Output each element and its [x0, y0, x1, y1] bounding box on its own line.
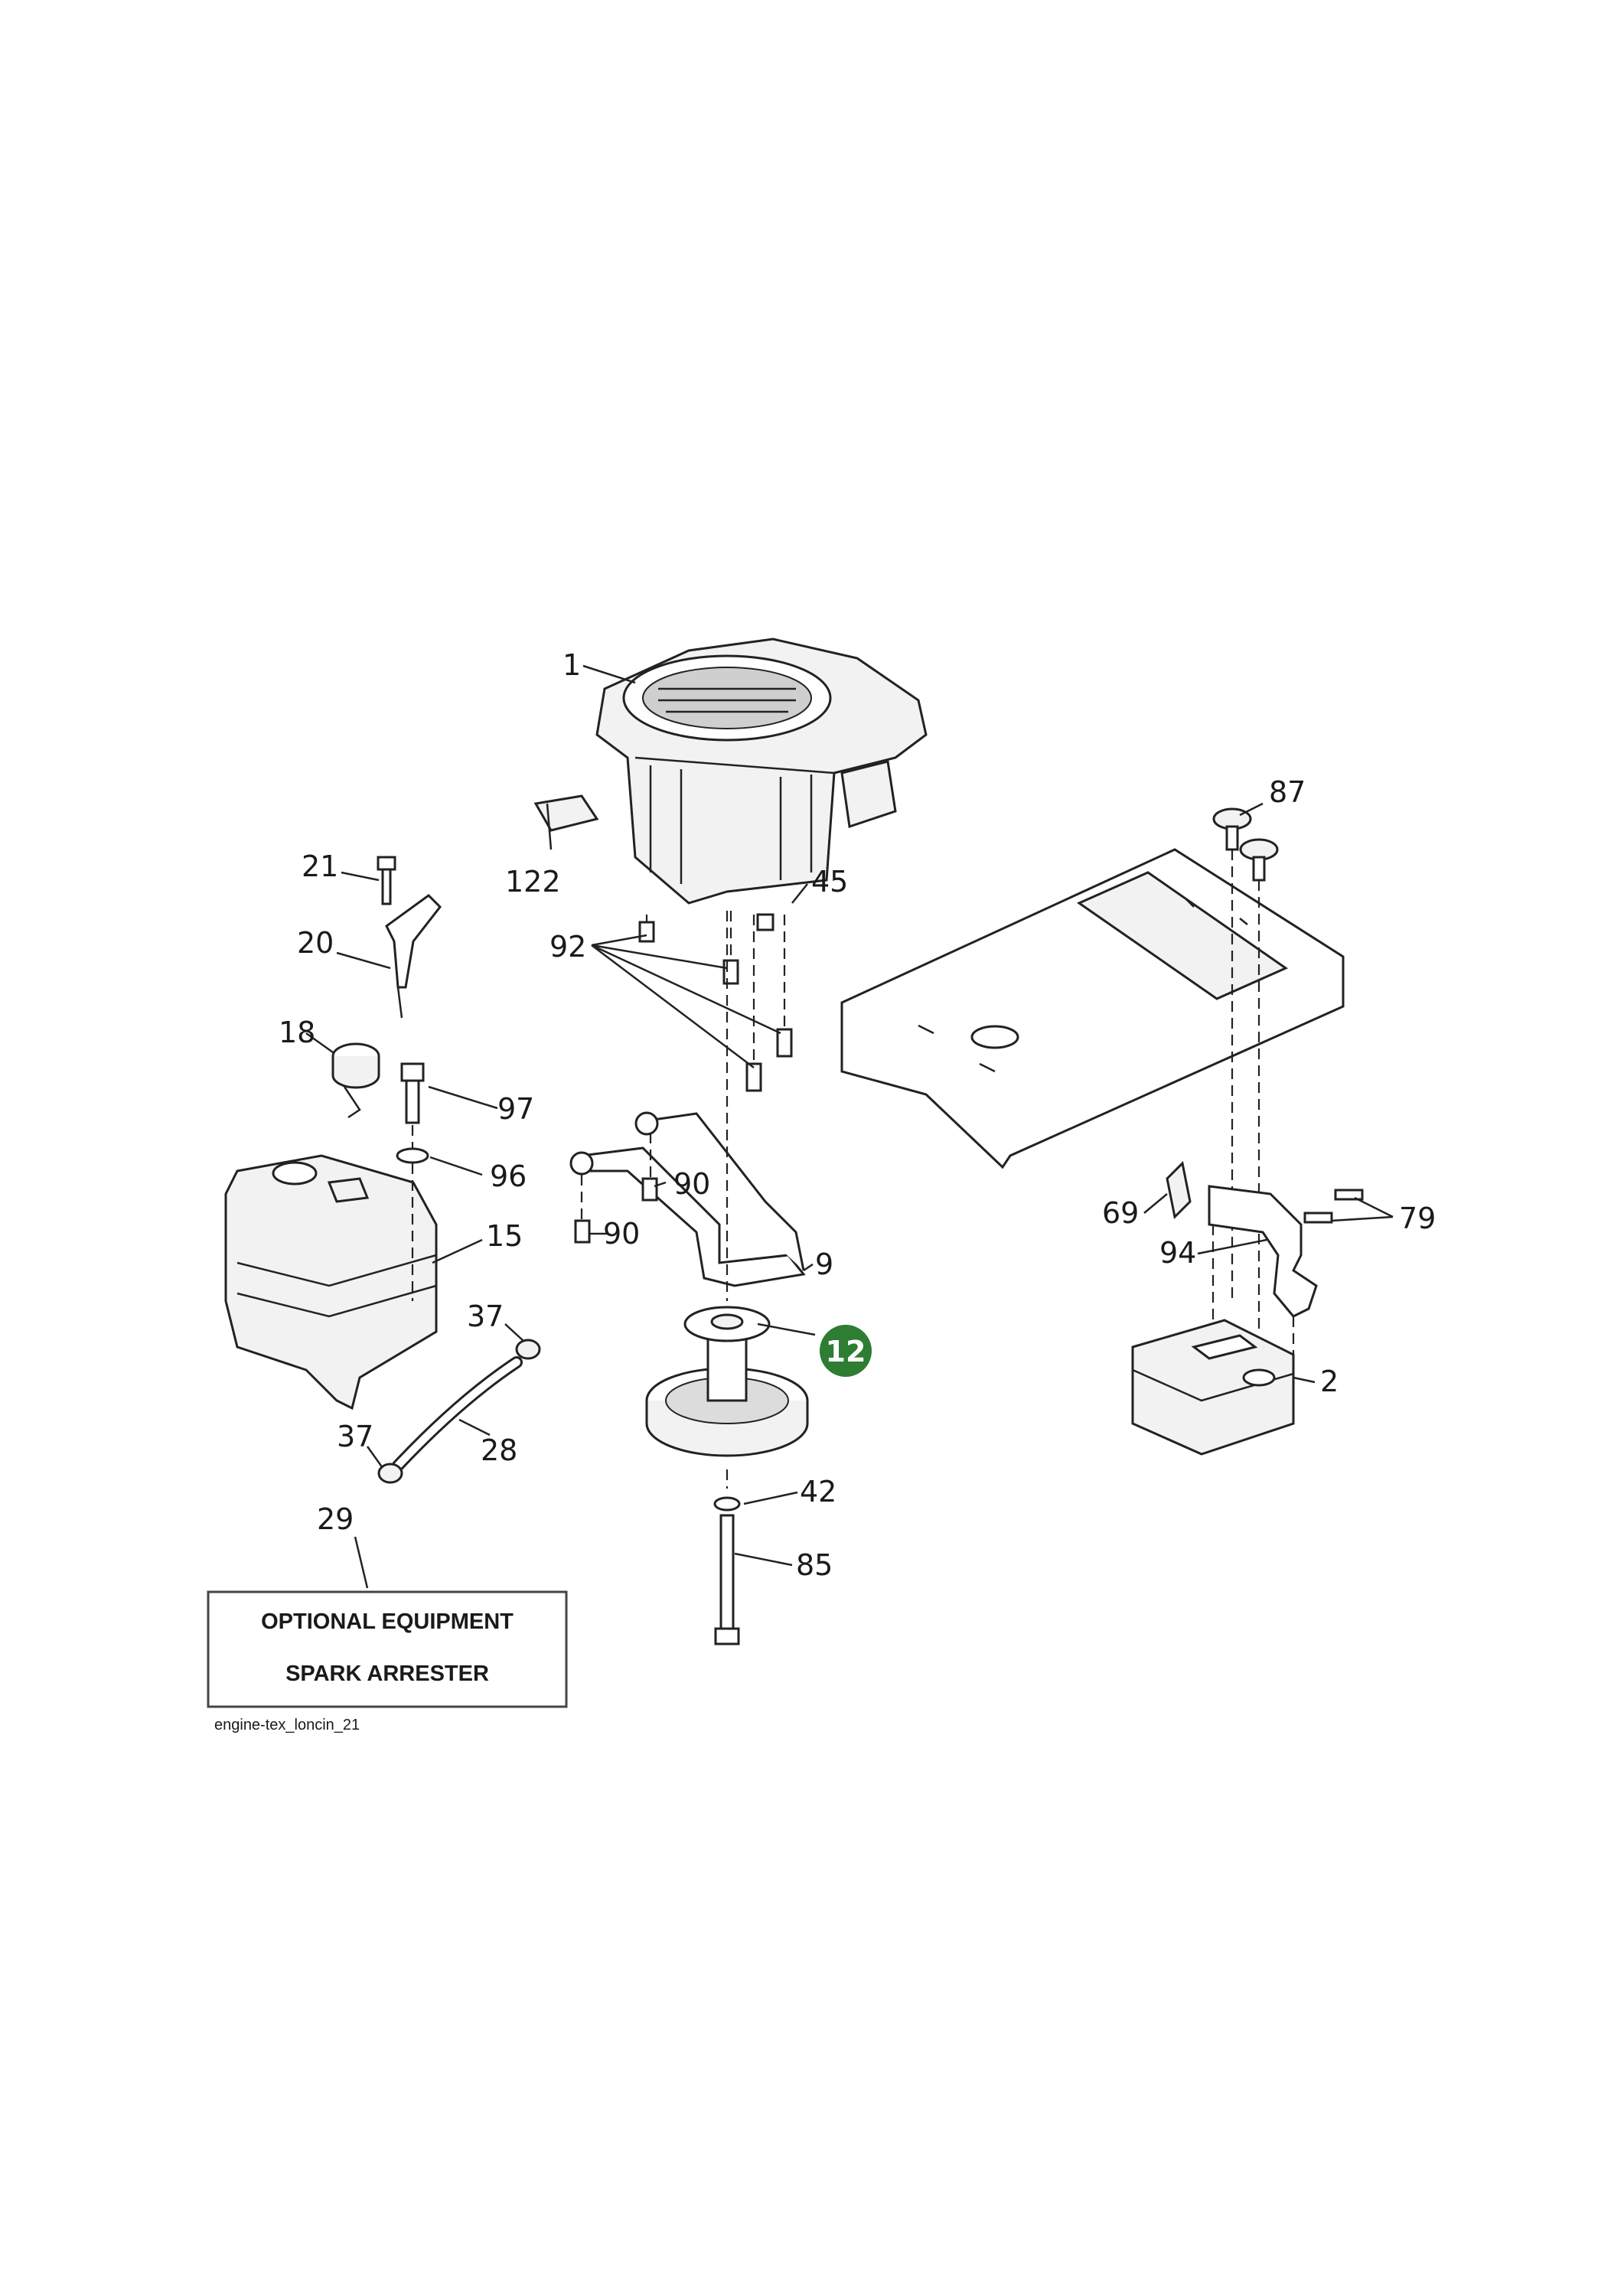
callout-9: 9 [815, 1247, 833, 1281]
washer-part-42 [713, 1496, 741, 1512]
callout-85: 85 [796, 1548, 833, 1582]
clamp-part-37-lower [377, 1463, 403, 1484]
leader-lines [305, 664, 1394, 1589]
callout-96: 96 [490, 1159, 527, 1193]
callout-69: 69 [1102, 1196, 1139, 1230]
engine-bolts-92 [638, 911, 793, 1092]
callout-37-lower: 37 [337, 1420, 373, 1453]
fuel-cap-part-18 [331, 1042, 380, 1119]
callout-12-highlight[interactable]: 12 [820, 1325, 872, 1377]
callout-94: 94 [1159, 1236, 1196, 1270]
spark-arrester-label: SPARK ARRESTER [285, 1662, 489, 1686]
callout-21: 21 [302, 850, 338, 883]
pulley-part-12 [645, 1306, 809, 1457]
callout-1: 1 [563, 648, 581, 682]
engine-part-1 [595, 638, 928, 905]
bolt-part-21 [377, 856, 396, 905]
washer-part-96 [396, 1147, 429, 1164]
muffler-part-2 [1131, 1319, 1295, 1456]
callout-28: 28 [481, 1433, 517, 1467]
bracket-part-9 [569, 1111, 806, 1287]
clamp-part-37-upper [515, 1339, 541, 1360]
callout-2: 2 [1320, 1365, 1339, 1398]
exhaust-pipe-part-94 [1208, 1185, 1318, 1318]
callout-labels: 1 122 45 92 21 20 18 97 96 15 37 37 28 2… [279, 648, 1436, 1582]
callout-79: 79 [1399, 1202, 1436, 1235]
optional-equipment-label: OPTIONAL EQUIPMENT [261, 1609, 514, 1634]
bolt-part-85 [714, 1514, 740, 1645]
chassis-frame [840, 848, 1345, 1169]
knob-part-87 [1212, 807, 1279, 882]
bracket-part-20 [385, 894, 442, 1019]
screw-part-79 [1303, 1189, 1364, 1224]
callout-90-lower: 90 [603, 1217, 640, 1251]
callout-18: 18 [279, 1016, 315, 1049]
bolt-part-97 [400, 1062, 425, 1124]
callout-90-upper: 90 [673, 1167, 710, 1201]
callout-20: 20 [297, 926, 334, 960]
callout-12: 12 [826, 1335, 866, 1368]
callout-122: 122 [505, 865, 561, 899]
callout-97: 97 [497, 1092, 534, 1126]
callout-42: 42 [800, 1475, 836, 1508]
connector-part-122 [533, 794, 599, 832]
callout-15: 15 [486, 1219, 523, 1253]
callout-37-upper: 37 [467, 1300, 504, 1333]
highlight-badge [820, 1325, 872, 1377]
fuel-tank-part-15 [224, 1154, 438, 1411]
callout-87: 87 [1269, 775, 1306, 809]
callout-45: 45 [811, 865, 848, 899]
callout-92: 92 [549, 930, 586, 964]
optional-equipment-box: OPTIONAL EQUIPMENT SPARK ARRESTER [207, 1590, 568, 1708]
gasket-part-69 [1166, 1160, 1192, 1220]
diagram-caption: engine-tex_loncin_21 [214, 1717, 360, 1733]
callout-29: 29 [317, 1502, 354, 1536]
